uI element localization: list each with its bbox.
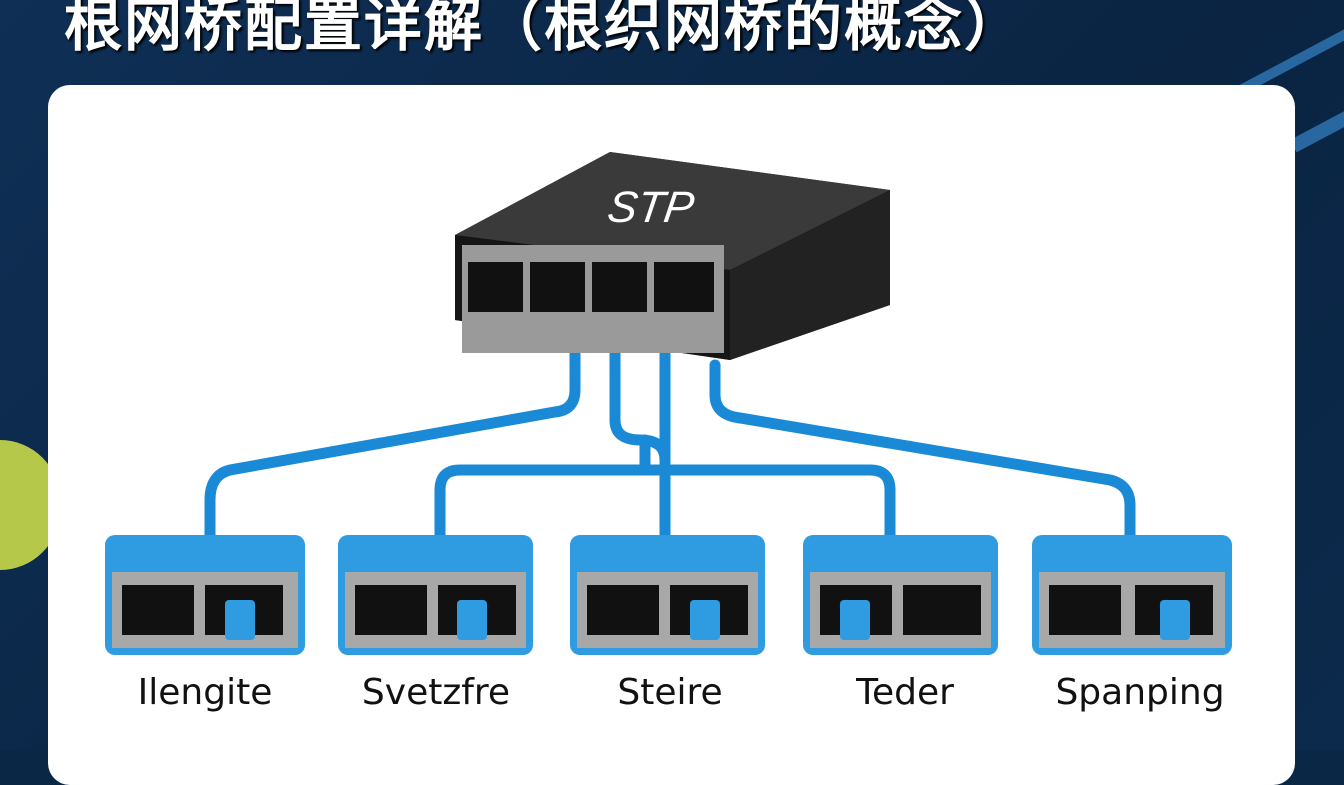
page-title: 根网桥配置详解（根织网桥的概念）: [64, 0, 1025, 59]
switch-label: STP: [605, 183, 698, 232]
device-label: Teder: [856, 672, 954, 713]
switch-port: [654, 262, 714, 312]
device-3: [570, 535, 765, 655]
switch-port: [468, 262, 523, 312]
device-1: [105, 535, 305, 655]
cable-4: [434, 434, 896, 546]
switch-port: [592, 262, 647, 312]
device-4: [803, 535, 998, 655]
switch: STP: [455, 152, 890, 360]
device-label: Steire: [617, 672, 723, 713]
switch-ports: [468, 262, 714, 312]
device-label: Svetzfre: [361, 672, 511, 713]
device-2: [338, 535, 533, 655]
cable-5: [709, 359, 1136, 546]
device-label: Spanping: [1055, 672, 1225, 713]
device-5: [1032, 535, 1232, 655]
cable-1: [204, 334, 581, 546]
cables: [204, 334, 1136, 546]
switch-port: [530, 262, 585, 312]
network-diagram: STP: [105, 152, 1232, 655]
device-label: Ilengite: [137, 672, 273, 713]
devices: [105, 535, 1232, 655]
